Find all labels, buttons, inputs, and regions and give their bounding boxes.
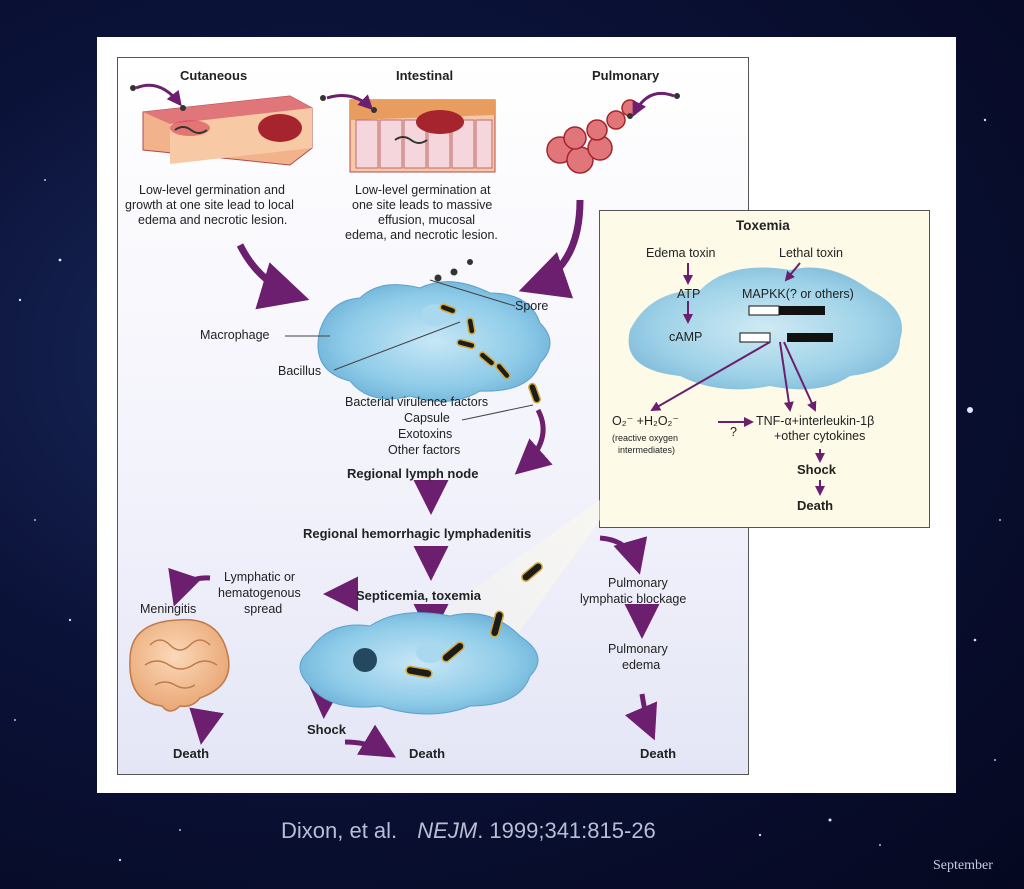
label-question: ? xyxy=(730,425,737,439)
label-reactive-oxygen: O₂⁻ +H₂O₂⁻ xyxy=(612,414,679,428)
toxemia-death: Death xyxy=(797,498,834,513)
bacillus-rods-lower xyxy=(405,562,543,679)
label-atp: ATP xyxy=(677,287,701,301)
label-death-shock: Death xyxy=(409,746,446,761)
route-pulmonary: Pulmonary xyxy=(592,68,660,83)
citation: Dixon, et al. NEJM. 1999;341:815-26 xyxy=(281,818,656,844)
slide-date: September xyxy=(933,858,993,873)
macrophage-septicemia-icon xyxy=(299,612,539,715)
cutaneous-tissue-icon xyxy=(142,95,313,166)
label-spore: Spore xyxy=(515,299,549,313)
label-mapkk: MAPKK(? or others) xyxy=(742,287,854,301)
route-intestinal: Intestinal xyxy=(396,68,454,83)
label-shock: Shock xyxy=(307,722,347,737)
label-macrophage: Macrophage xyxy=(200,328,270,342)
label-septicemia: Septicemia, toxemia xyxy=(356,588,481,603)
label-meningitis: Meningitis xyxy=(140,602,197,616)
toxin-bars xyxy=(739,305,833,343)
label-regional-lymph-node: Regional lymph node xyxy=(347,466,479,481)
route-cutaneous: Cutaneous xyxy=(180,68,248,83)
toxemia-macrophage-icon xyxy=(628,267,902,390)
brain-icon xyxy=(129,618,230,712)
label-bacillus: Bacillus xyxy=(278,364,322,378)
label-edema-toxin: Edema toxin xyxy=(646,246,716,260)
label-death-pulmonary: Death xyxy=(640,746,677,761)
bacillus-rods xyxy=(439,303,542,404)
citation-authors: Dixon, et al. xyxy=(281,818,398,843)
pulmonary-alveoli-icon xyxy=(546,99,639,174)
citation-journal: NEJM xyxy=(417,818,478,843)
toxemia-title: Toxemia xyxy=(736,218,790,233)
label-camp: cAMP xyxy=(669,330,703,344)
toxemia-shock: Shock xyxy=(797,462,837,477)
label-lymphadenitis: Regional hemorrhagic lymphadenitis xyxy=(303,526,532,541)
label-lethal-toxin: Lethal toxin xyxy=(779,246,843,260)
citation-ref: . 1999;341:815-26 xyxy=(477,818,656,843)
label-death-meningitis: Death xyxy=(173,746,210,761)
